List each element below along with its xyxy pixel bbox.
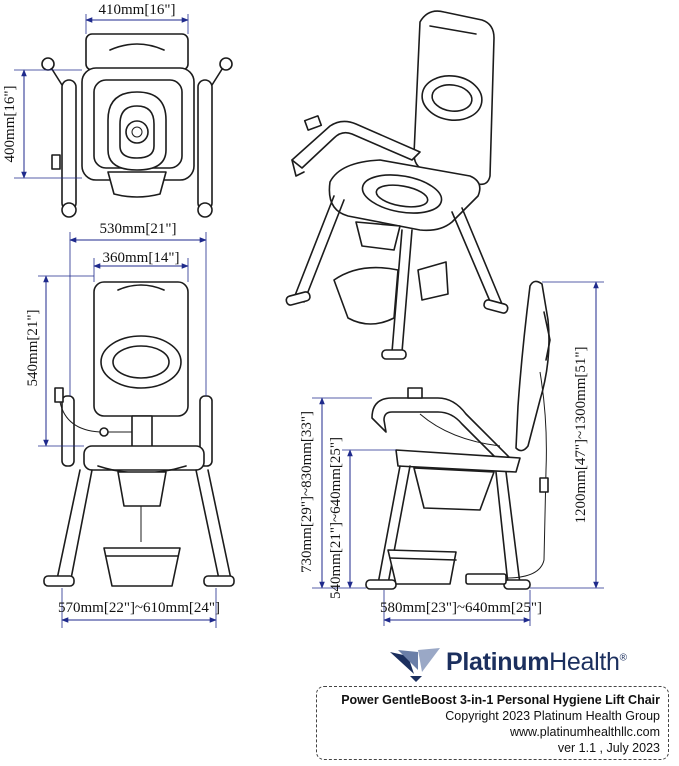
wing-logo-icon — [390, 648, 440, 682]
dim-front-base-width: 570mm[22"]~610mm[24"] — [58, 588, 220, 628]
label-side-arm-height: 730mm[29"]~830mm[33"] — [299, 411, 315, 573]
dim-top-depth: 400mm[16"] — [2, 69, 82, 179]
label-front-inner-width: 360mm[14"] — [103, 250, 180, 266]
label-side-depth: 580mm[23"]~640mm[25"] — [380, 600, 542, 616]
dim-side-total-height: 1200mm[47"]~1300mm[51"] — [530, 281, 604, 589]
label-front-base-width: 570mm[22"]~610mm[24"] — [58, 600, 220, 616]
side-view — [365, 280, 551, 590]
label-top-width: 410mm[16"] — [99, 2, 176, 18]
copyright-text: Copyright 2023 Platinum Health Group — [445, 709, 660, 723]
label-front-height: 540mm[21"] — [25, 310, 41, 387]
brand-name-light: Health — [549, 648, 620, 676]
product-title: Power GentleBoost 3-in-1 Personal Hygien… — [341, 693, 660, 707]
dim-top-width: 410mm[16"] — [85, 2, 189, 34]
front-view — [43, 281, 235, 587]
brand-logo: PlatinumHealth® — [388, 644, 678, 684]
perspective-view — [285, 10, 509, 360]
dim-front-outer-width: 530mm[21"] — [69, 221, 207, 396]
dim-front-inner-width: 360mm[14"] — [93, 250, 189, 282]
info-box: Power GentleBoost 3-in-1 Personal Hygien… — [316, 686, 669, 760]
brand-name: PlatinumHealth® — [446, 648, 627, 677]
brand-mark: ® — [619, 652, 627, 664]
dim-side-depth: 580mm[23"]~640mm[25"] — [380, 590, 542, 626]
dim-side-seat-height: 540mm[21"]~640mm[25"] — [328, 437, 396, 599]
dim-front-height: 540mm[21"] — [25, 275, 94, 447]
dim-side-arm-height: 730mm[29"]~830mm[33"] — [299, 397, 372, 589]
label-top-depth: 400mm[16"] — [2, 86, 18, 163]
website-text: www.platinumhealthllc.com — [509, 725, 660, 739]
label-side-seat-height: 540mm[21"]~640mm[25"] — [328, 437, 344, 599]
top-view — [41, 33, 233, 218]
label-side-total-height: 1200mm[47"]~1300mm[51"] — [573, 346, 589, 523]
brand-name-bold: Platinum — [446, 648, 550, 676]
label-front-outer-width: 530mm[21"] — [100, 221, 177, 237]
version-text: ver 1.1 , July 2023 — [557, 741, 660, 755]
